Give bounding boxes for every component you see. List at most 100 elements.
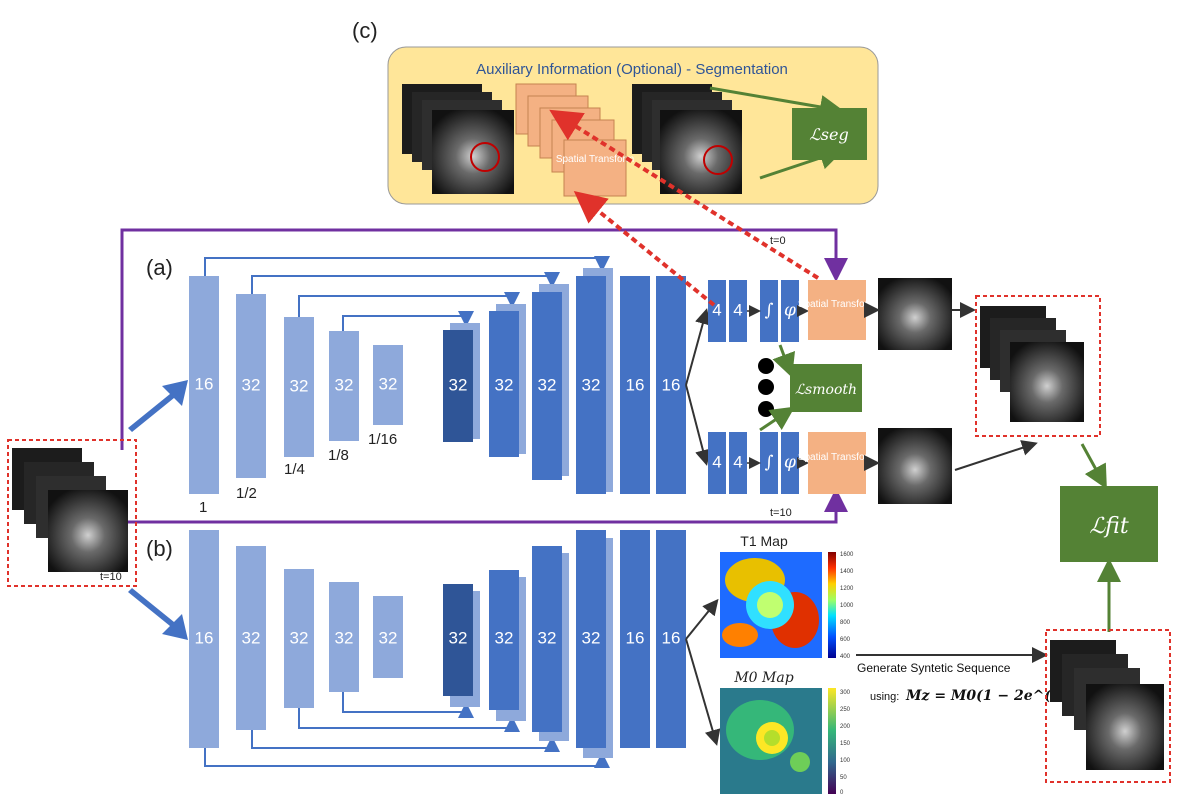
svg-text:0: 0	[840, 790, 844, 796]
svg-text:800: 800	[840, 620, 851, 626]
head-top-integral: ∫	[765, 301, 774, 321]
warped-frame-top	[878, 278, 952, 350]
svg-text:100: 100	[840, 758, 851, 764]
dec-b-32-2: 32	[495, 628, 514, 647]
dec-a-32-3: 32	[538, 375, 557, 394]
branch-top	[685, 308, 711, 386]
m0-colorbar-ticks: 300 250 200 150 100 50 0	[840, 690, 851, 796]
spatial-transform-top	[808, 280, 866, 340]
scale-1: 1	[199, 499, 207, 516]
scale-1-2: 1/2	[236, 485, 257, 502]
ellipsis-dot-3	[758, 401, 774, 417]
input-stack	[7, 439, 137, 587]
seg-spatial-transform-label: Spatial Transform	[556, 154, 634, 165]
panel-a-label: (a)	[146, 255, 173, 280]
enc-b-32-3: 32	[335, 628, 354, 647]
enc-a-32-4: 32	[379, 374, 398, 393]
ellipsis-dot-1	[758, 358, 774, 374]
red-dashed-arrow-1	[549, 109, 820, 280]
purple-skip-top	[120, 228, 848, 450]
input-t0: t=0	[12, 535, 28, 547]
seg-image-stack-left	[402, 84, 514, 194]
dec-a-16-2: 16	[662, 375, 681, 394]
smooth-arrow-bottom	[759, 406, 795, 432]
loss-smooth-label: ℒsmooth	[795, 382, 857, 398]
svg-text:600: 600	[840, 637, 851, 643]
enc-b-16: 16	[195, 628, 214, 647]
loss-fit-box	[1060, 486, 1158, 562]
encoder-b: 16 32 32 32 32	[189, 530, 403, 748]
scale-1-4: 1/4	[284, 461, 305, 478]
segmentation-title: Auxiliary Information (Optional) - Segme…	[476, 61, 788, 78]
enc-b-32-2: 32	[290, 628, 309, 647]
svg-text:250: 250	[840, 707, 851, 713]
svg-text:1200: 1200	[840, 586, 854, 592]
dec-b-32-1: 32	[449, 628, 468, 647]
enc-a-32-3: 32	[335, 375, 354, 394]
m0-map	[720, 688, 822, 794]
panel-c-label: (c)	[352, 18, 378, 43]
branch-bottom	[685, 384, 711, 466]
enc-a-16: 16	[195, 374, 214, 393]
generate-text: Generate Syntetic Sequence	[857, 661, 1011, 675]
using-text: using:	[870, 691, 899, 703]
svg-text:200: 200	[840, 724, 851, 730]
dec-b-16-2: 16	[662, 628, 681, 647]
spatial-transform-bottom-label: Spatial Transform	[798, 452, 876, 463]
label-t0-top: t=0	[770, 235, 786, 247]
loss-seg-label: ℒseg	[809, 125, 848, 144]
head-top-4a: 4	[712, 300, 721, 319]
dec-a-32-4: 32	[582, 375, 601, 394]
dec-a-16-1: 16	[626, 375, 645, 394]
enc-b-32-1: 32	[242, 628, 261, 647]
svg-text:1400: 1400	[840, 569, 854, 575]
dec-b-32-4: 32	[582, 628, 601, 647]
skip-connections-a	[204, 256, 610, 331]
decoder-b: 32 32 32 32 16 16	[443, 530, 686, 758]
svg-text:1600: 1600	[840, 552, 854, 558]
enc-b-32-4: 32	[379, 628, 398, 647]
input-t10: t=10	[100, 571, 122, 583]
spatial-transform-bottom	[808, 432, 866, 494]
head-top: 4 4 ∫ φ	[708, 280, 809, 342]
registered-stack	[975, 295, 1101, 437]
head-bottom-4a: 4	[712, 452, 721, 471]
head-bottom-4b: 4	[733, 452, 742, 471]
head-bottom-phi: φ	[784, 453, 796, 473]
decoder-a: 32 32 32 32 16 16	[443, 268, 686, 494]
purple-skip-bottom	[120, 488, 848, 524]
scale-1-8: 1/8	[328, 447, 349, 464]
branch-m0	[685, 638, 721, 746]
t1-map	[720, 552, 822, 658]
seg-arrow-top	[709, 86, 844, 119]
head-top-phi: φ	[784, 301, 796, 321]
loss-seg-box	[792, 108, 867, 160]
input-arrow-a	[128, 380, 188, 432]
head-bottom: 4 4 ∫ φ	[708, 432, 809, 494]
dec-a-32-2: 32	[495, 375, 514, 394]
scale-labels: 1 1/2 1/4 1/8 1/16	[199, 431, 397, 516]
input-arrow-b	[128, 588, 188, 640]
t1-map-title: T1 Map	[740, 533, 788, 549]
t1-colorbar	[828, 552, 836, 658]
dec-a-32-1: 32	[449, 375, 468, 394]
branch-t1	[685, 598, 719, 640]
dec-b-16-1: 16	[626, 628, 645, 647]
head-bottom-integral: ∫	[765, 453, 774, 473]
t1-colorbar-ticks: 1600 1400 1200 1000 800 600 400	[840, 552, 854, 660]
loss-fit-label: ℒfit	[1089, 514, 1129, 539]
enc-a-32-2: 32	[290, 376, 309, 395]
head-top-4b: 4	[733, 300, 742, 319]
skip-connections-b	[204, 692, 610, 768]
svg-text:400: 400	[840, 654, 851, 660]
scale-1-16: 1/16	[368, 431, 397, 448]
svg-text:300: 300	[840, 690, 851, 696]
seg-image-stack-right	[632, 84, 742, 194]
warped-frame-bottom	[878, 428, 952, 504]
red-dashed-arrow-2	[573, 190, 716, 307]
enc-a-32-1: 32	[242, 375, 261, 394]
encoder-a: 16 32 32 32 32	[189, 276, 403, 494]
svg-text:1000: 1000	[840, 603, 854, 609]
label-t10-bottom: t=10	[770, 507, 792, 519]
